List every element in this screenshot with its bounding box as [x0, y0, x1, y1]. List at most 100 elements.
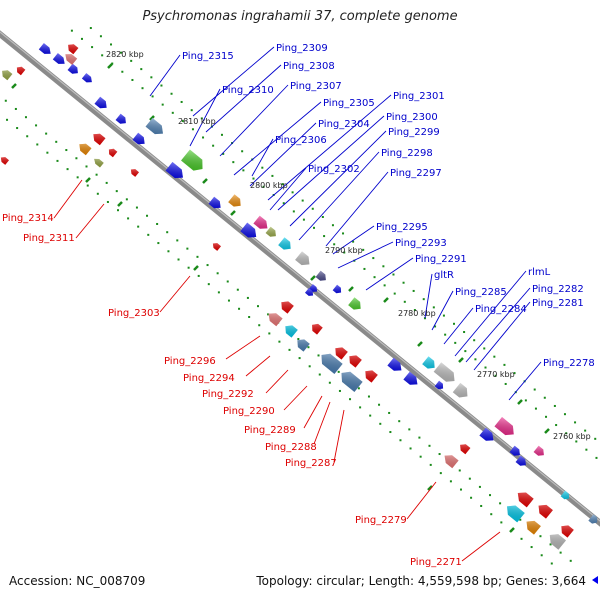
- tick-dot: [227, 299, 230, 302]
- leader-line-reverse: [75, 203, 105, 239]
- tick-dot: [278, 340, 281, 343]
- leader-line-forward: [205, 64, 282, 133]
- gene-label-forward[interactable]: Ping_2291: [415, 254, 467, 265]
- gene-label-forward[interactable]: Ping_2305: [323, 98, 375, 109]
- tick-dot: [503, 363, 506, 366]
- tick-dot: [226, 280, 229, 283]
- gene-label-reverse[interactable]: Ping_2294: [183, 373, 235, 384]
- tick-dot: [291, 191, 294, 194]
- tick-dot: [99, 35, 102, 38]
- gene-label-reverse[interactable]: Ping_2296: [164, 356, 216, 367]
- gene-arrow-forward: [434, 380, 444, 390]
- gene-arrow-reverse: [365, 370, 378, 383]
- leader-line-forward: [454, 270, 527, 357]
- gene-label-reverse[interactable]: Ping_2290: [223, 406, 275, 417]
- leader-line-forward: [192, 46, 275, 117]
- gene-arrow-forward: [494, 417, 514, 436]
- tick-dot: [46, 151, 49, 154]
- gene-label-reverse[interactable]: Ping_2288: [265, 442, 317, 453]
- tick-dot: [45, 132, 48, 135]
- gene-label-forward[interactable]: Ping_2300: [386, 112, 438, 123]
- gene-arrow-forward: [295, 251, 310, 266]
- tick-dot: [298, 357, 301, 360]
- tick-dot: [252, 177, 255, 180]
- gene-arrow-forward: [181, 149, 203, 171]
- gene-label-forward[interactable]: Ping_2281: [532, 298, 584, 309]
- gene-label-forward[interactable]: Ping_2298: [381, 148, 433, 159]
- kbp-tick: [117, 201, 123, 207]
- leader-line-forward: [337, 241, 394, 269]
- gene-arrow-reverse: [341, 371, 363, 392]
- tick-dot: [220, 133, 223, 136]
- gene-label-forward[interactable]: Ping_2285: [455, 287, 507, 298]
- tick-dot: [301, 199, 304, 202]
- tick-dot: [550, 562, 553, 565]
- gene-label-forward[interactable]: Ping_2299: [388, 127, 440, 138]
- gene-label-forward[interactable]: Ping_2293: [395, 238, 447, 249]
- gene-label-reverse[interactable]: Ping_2271: [410, 557, 462, 568]
- navigate-arrow-icon[interactable]: [591, 575, 599, 585]
- gene-label-forward[interactable]: Ping_2307: [290, 81, 342, 92]
- tick-dot: [553, 404, 556, 407]
- gene-arrow-reverse: [460, 444, 471, 455]
- gene-label-forward[interactable]: Ping_2282: [532, 284, 584, 295]
- gene-arrow-forward: [479, 427, 494, 441]
- leader-line-reverse: [333, 409, 345, 463]
- gene-label-forward[interactable]: Ping_2301: [393, 91, 445, 102]
- kbp-tick: [310, 275, 316, 281]
- gene-arrow-forward: [165, 162, 183, 179]
- gene-arrow-forward: [208, 196, 221, 209]
- gene-label-forward[interactable]: rlmL: [528, 267, 551, 278]
- gene-label-forward[interactable]: Ping_2310: [222, 85, 274, 96]
- tick-dot: [403, 300, 406, 303]
- gene-label-forward[interactable]: Ping_2278: [543, 358, 595, 369]
- gene-label-reverse[interactable]: Ping_2279: [355, 515, 407, 526]
- gene-label-reverse[interactable]: Ping_2303: [108, 308, 160, 319]
- tick-dot: [398, 420, 401, 423]
- tick-dot: [534, 407, 537, 410]
- tick-dot: [369, 414, 372, 417]
- gene-label-forward[interactable]: Ping_2308: [283, 61, 335, 72]
- leader-line-forward: [443, 307, 474, 345]
- gene-label-reverse[interactable]: Ping_2287: [285, 458, 337, 469]
- gene-label-reverse[interactable]: Ping_2292: [202, 389, 254, 400]
- tick-dot: [125, 198, 128, 201]
- kbp-tick: [509, 527, 515, 533]
- tick-dot: [115, 190, 118, 193]
- gene-label-forward[interactable]: Ping_2304: [318, 119, 370, 130]
- gene-label-reverse[interactable]: Ping_2314: [2, 213, 54, 224]
- tick-dot: [331, 224, 334, 227]
- tick-dot: [258, 324, 261, 327]
- tick-dot: [206, 264, 209, 267]
- gene-label-forward[interactable]: Ping_2306: [275, 135, 327, 146]
- gene-arrow-forward: [509, 445, 520, 456]
- gene-label-forward[interactable]: Ping_2284: [475, 304, 527, 315]
- gene-label-forward[interactable]: Ping_2309: [276, 43, 328, 54]
- tick-dot: [137, 225, 140, 228]
- gene-arrow-reverse: [268, 313, 283, 327]
- gene-arrow-reverse: [312, 323, 323, 335]
- tick-dot: [207, 283, 210, 286]
- tick-dot: [412, 289, 415, 292]
- gene-label-forward[interactable]: Ping_2302: [308, 164, 360, 175]
- gene-label-reverse[interactable]: Ping_2289: [244, 425, 296, 436]
- kbp-tick: [85, 177, 91, 183]
- tick-dot: [308, 365, 311, 368]
- gene-label-forward[interactable]: gltR: [434, 270, 454, 281]
- gene-label-forward[interactable]: Ping_2295: [376, 222, 428, 233]
- tick-dot: [177, 258, 180, 261]
- tick-dot: [418, 436, 421, 439]
- tick-dot: [6, 118, 9, 121]
- tick-dot: [222, 152, 225, 155]
- gene-label-forward[interactable]: Ping_2297: [390, 168, 442, 179]
- tick-dot: [584, 429, 587, 432]
- gene-label-forward[interactable]: Ping_2315: [182, 51, 234, 62]
- tick-dot: [555, 424, 558, 427]
- tick-dot: [181, 120, 184, 123]
- gene-label-reverse[interactable]: Ping_2311: [23, 233, 75, 244]
- tick-dot: [378, 403, 381, 406]
- gene-arrow-forward: [38, 43, 51, 54]
- tick-dot: [157, 242, 160, 245]
- tick-dot: [594, 437, 597, 440]
- gene-arrow-reverse: [526, 520, 541, 535]
